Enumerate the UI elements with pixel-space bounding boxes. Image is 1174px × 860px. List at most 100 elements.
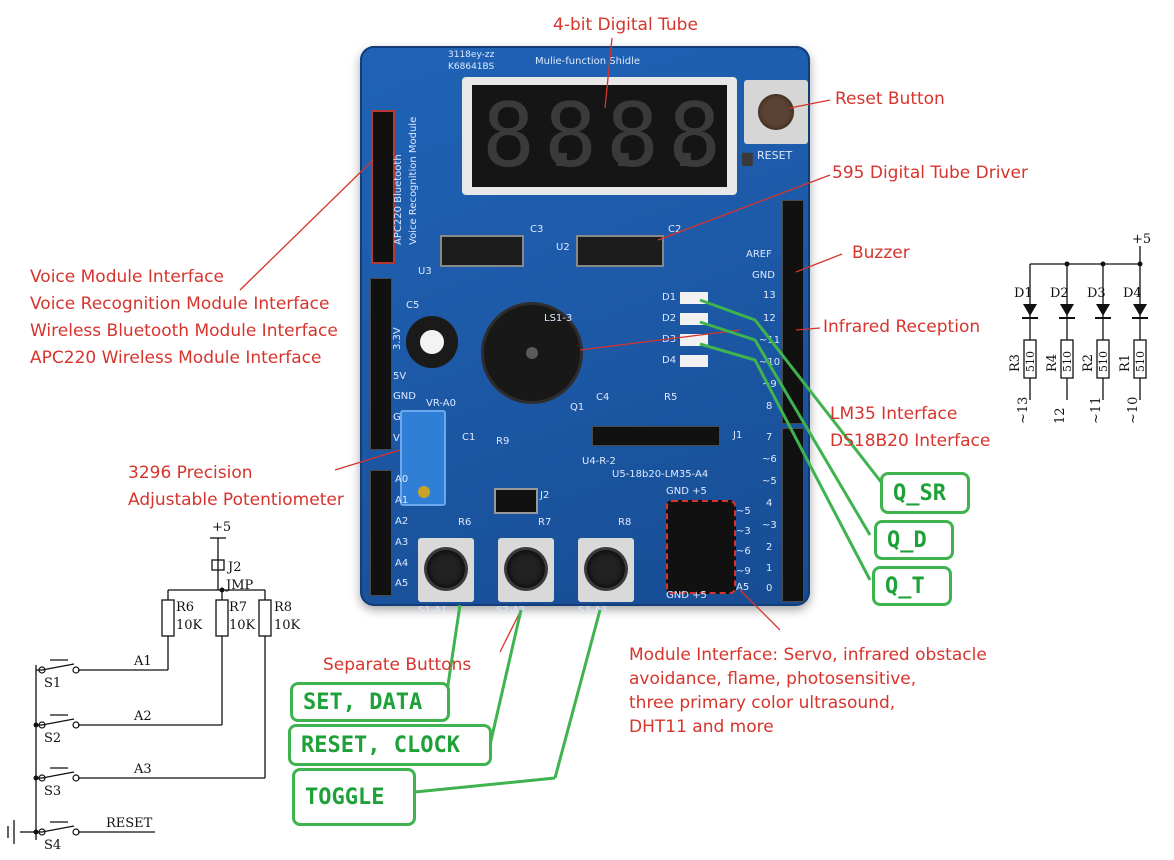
- net-label-a1: A1: [134, 654, 152, 669]
- board-title: Mulie-function Shidle: [535, 56, 641, 67]
- pin-label-11: ~11: [1089, 396, 1104, 424]
- led-label-d3: D3: [1087, 286, 1106, 301]
- ref-s1: S1-A1: [418, 605, 448, 616]
- pin-2: 2: [766, 542, 773, 553]
- ref-a0: A0: [395, 474, 409, 485]
- res-label-r7: R7: [229, 600, 248, 615]
- chip-u2: [576, 235, 664, 267]
- annotation-q-d: Q_D: [874, 520, 954, 560]
- right-header-top: [782, 200, 804, 424]
- push-button-s3-cap[interactable]: [587, 550, 625, 588]
- ref-s2: S2-A2: [496, 605, 526, 616]
- res-value-r4: 510: [1061, 351, 1074, 372]
- res-value-r6: 10K: [176, 618, 203, 633]
- reset-button-cap[interactable]: [758, 94, 794, 130]
- push-button-s2-cap[interactable]: [507, 550, 545, 588]
- callout-voice-4: APC220 Wireless Module Interface: [30, 348, 322, 368]
- ref-vr: VR-A0: [426, 398, 456, 409]
- switch-label-s4: S4: [44, 838, 62, 853]
- ref-d4: D4: [662, 355, 677, 366]
- annotation-q-t: Q_T: [872, 566, 952, 606]
- callout-infrared: Infrared Reception: [823, 317, 981, 337]
- ref-5v: 5V: [393, 371, 407, 382]
- ref-gnd5: GND +5: [666, 486, 707, 497]
- push-button-s2[interactable]: [498, 538, 554, 602]
- ref-aref: AREF: [746, 249, 772, 260]
- ref-r5: R5: [664, 392, 678, 403]
- net-label-a2: A2: [134, 709, 152, 724]
- ref-r9: R9: [496, 436, 510, 447]
- annotation-reset-clock: RESET, CLOCK: [288, 724, 492, 766]
- ref-s3: S3-A3: [578, 605, 608, 616]
- led-schematic: [1023, 246, 1147, 400]
- reset-button[interactable]: [744, 80, 808, 144]
- hdr-3: ~3: [736, 526, 751, 537]
- res-label-r4: R4: [1045, 353, 1060, 372]
- res-value-r1: 510: [1134, 351, 1147, 372]
- ref-d1: D1: [662, 292, 677, 303]
- switch-label-s1: S1: [44, 676, 62, 691]
- potentiometer-screw[interactable]: [418, 486, 430, 498]
- ref-u2: U2: [556, 242, 570, 253]
- led-supply-label: +5: [1132, 232, 1152, 247]
- callout-pot-1: 3296 Precision: [128, 463, 253, 483]
- ref-a5: A5: [395, 578, 409, 589]
- callout-buzzer: Buzzer: [852, 243, 910, 263]
- capacitor-c5-top: [420, 330, 444, 354]
- ref-j1: J1: [733, 430, 743, 441]
- reset-silk-label: RESET: [757, 149, 793, 162]
- push-button-s1[interactable]: [418, 538, 474, 602]
- led-label-d2: D2: [1050, 286, 1069, 301]
- led-label-d1: D1: [1014, 286, 1033, 301]
- led-symbols: [1022, 261, 1148, 319]
- callout-module-4: DHT11 and more: [629, 717, 774, 737]
- pin-3: ~3: [762, 520, 777, 531]
- res-value-r7: 10K: [229, 618, 256, 633]
- hdr-5: ~5: [736, 506, 751, 517]
- ref-r8: R8: [618, 517, 632, 528]
- callout-595-driver: 595 Digital Tube Driver: [832, 163, 1028, 183]
- ref-u5: U5-18b20-LM35-A4: [612, 469, 709, 480]
- module-header: [666, 500, 736, 594]
- callout-voice-3: Wireless Bluetooth Module Interface: [30, 321, 338, 341]
- pin-1: 1: [766, 563, 773, 574]
- annotation-toggle: TOGGLE: [292, 768, 416, 826]
- pin-13: 13: [763, 290, 776, 301]
- ref-c4: C4: [596, 392, 610, 403]
- pin-4: 4: [766, 498, 773, 509]
- callout-ds18b20: DS18B20 Interface: [830, 431, 991, 451]
- buzzer-hole: [526, 347, 538, 359]
- ref-c2: C2: [668, 224, 682, 235]
- push-button-s1-cap[interactable]: [427, 550, 465, 588]
- pin-label-10: ~10: [1126, 396, 1141, 424]
- chip-u3: [440, 235, 524, 267]
- ref-gnd-l1: GND: [393, 391, 416, 402]
- push-button-s3[interactable]: [578, 538, 634, 602]
- callout-module-3: three primary color ultrasound,: [629, 693, 896, 713]
- res-value-r3: 510: [1024, 351, 1037, 372]
- pin-5: ~5: [762, 476, 777, 487]
- jumper-label: J2: [228, 560, 242, 575]
- pin-12: 12: [763, 313, 776, 324]
- schematic-junctions: [33, 587, 225, 835]
- ref-c5: C5: [406, 300, 420, 311]
- callout-reset-button: Reset Button: [835, 89, 945, 109]
- pin-6: ~6: [762, 454, 777, 465]
- led-label-d4: D4: [1123, 286, 1142, 301]
- callout-voice-2: Voice Recognition Module Interface: [30, 294, 330, 314]
- callout-module-2: avoidance, flame, photosensitive,: [629, 669, 917, 689]
- ref-a2: A2: [395, 516, 409, 527]
- ref-c1: C1: [462, 432, 476, 443]
- res-value-r2: 510: [1097, 351, 1110, 372]
- jumper-j2[interactable]: [494, 488, 538, 514]
- res-label-r8: R8: [274, 600, 293, 615]
- power-header: [370, 278, 392, 450]
- right-header-bottom: [782, 428, 804, 602]
- res-label-r2: R2: [1081, 353, 1096, 372]
- jumper-type-label: JMP: [226, 578, 254, 593]
- annotation-set-data: SET, DATA: [290, 682, 450, 722]
- net-label-reset: RESET: [106, 816, 153, 831]
- voice-module-header: [371, 110, 395, 264]
- board-model-top: 3118ey-zz: [448, 50, 495, 60]
